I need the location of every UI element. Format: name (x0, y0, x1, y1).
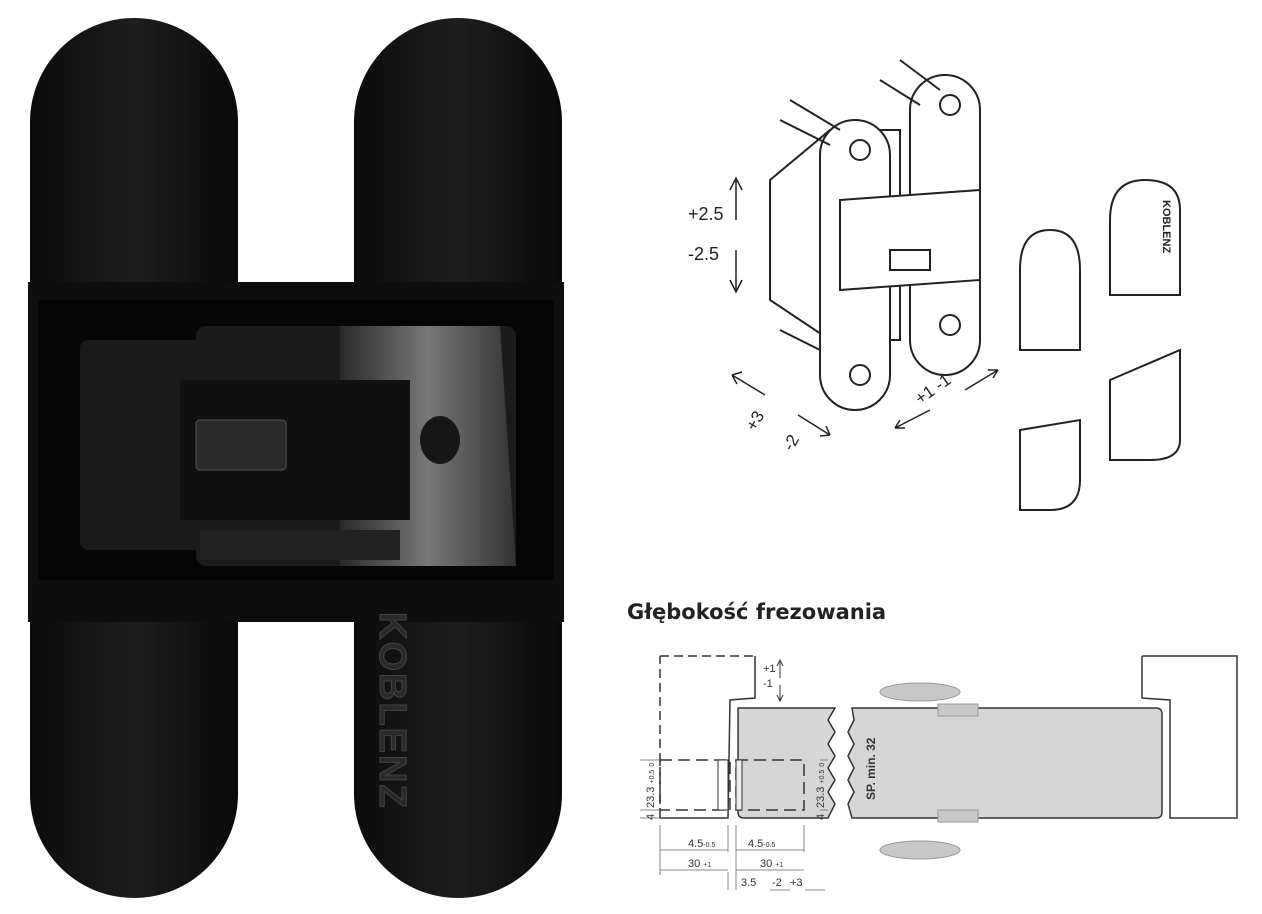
svg-text:3.5: 3.5 (741, 877, 756, 889)
svg-text:30 +1: 30 +1 (688, 858, 711, 870)
door-leaf (737, 707, 837, 819)
vertical-adjust-minus: -2.5 (688, 244, 719, 264)
svg-text:-1: -1 (763, 678, 773, 690)
svg-text:KOBLENZ: KOBLENZ (1160, 200, 1172, 253)
svg-text:-2: -2 (772, 877, 782, 889)
end-cap (1109, 178, 1181, 296)
vertical-adjust-plus: +2.5 (688, 204, 724, 224)
svg-text:4.5-0.5: 4.5-0.5 (748, 838, 775, 850)
exploded-view-diagram: KOBLENZ +2.5 -2.5 +3 -2 +1 -1 (688, 59, 1181, 511)
depth-adjust-plus: +3 (742, 408, 768, 434)
svg-text:+1: +1 (763, 663, 776, 675)
milling-depth-diagram: +1 -1 23.3 +0.5 0 23.3 +0.5 0 4 4 4.5-0.… (640, 655, 1238, 891)
door-thickness-label: SP. min. 32 (864, 737, 878, 800)
svg-text:30 +1: 30 +1 (760, 858, 783, 870)
lateral-adjust: +1 -1 (911, 370, 954, 408)
section-title: Głębokość frezowania (627, 600, 887, 624)
hinge-photo: KOBLENZ (28, 18, 564, 898)
end-cap (1109, 348, 1181, 461)
end-cap (1019, 418, 1081, 511)
end-caps (1019, 178, 1181, 511)
svg-text:4: 4 (815, 814, 827, 820)
svg-text:23.3 +0.5 0: 23.3 +0.5 0 (815, 763, 827, 808)
svg-text:23.3 +0.5 0: 23.3 +0.5 0 (645, 763, 657, 808)
svg-text:4.5-0.5: 4.5-0.5 (688, 838, 715, 850)
handle (879, 682, 979, 860)
svg-text:+3: +3 (790, 877, 803, 889)
depth-adjust-minus: -2 (779, 431, 803, 454)
svg-text:4: 4 (645, 814, 657, 820)
frame-left (659, 655, 755, 818)
brand-engraving: KOBLENZ (371, 612, 413, 810)
door-leaf-right (847, 707, 1163, 819)
frame-right (1141, 655, 1238, 819)
end-cap (1019, 228, 1081, 351)
